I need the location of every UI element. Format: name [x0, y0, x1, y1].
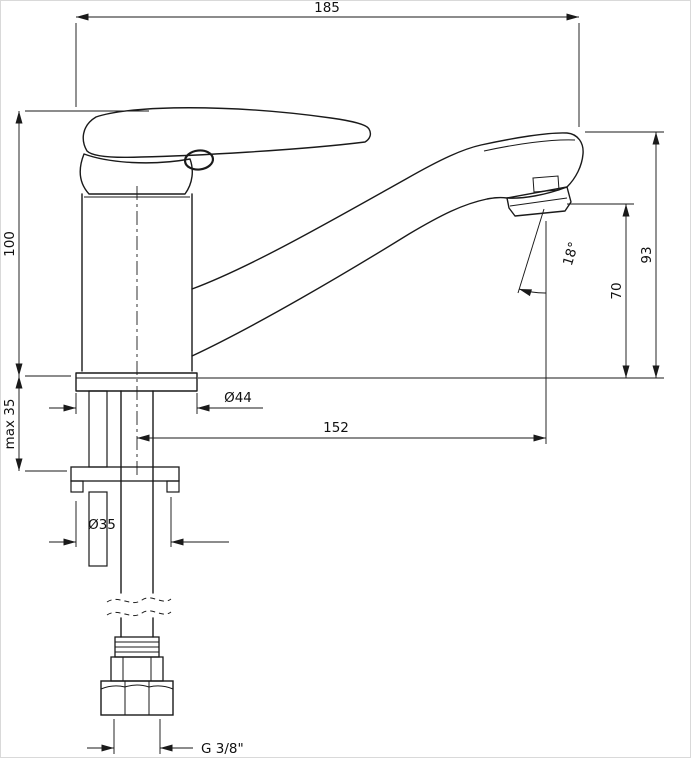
- faucet-handle: [79, 107, 372, 195]
- aerator: [506, 186, 572, 217]
- dim-aerator-height: 70: [609, 282, 625, 299]
- dim-total-width: 185: [314, 1, 340, 16]
- dim-aerator-angle: 18°: [560, 240, 582, 268]
- dim-spout-outlet-height: 93: [639, 246, 655, 263]
- dim-max-mounting-thickness: max 35: [2, 399, 18, 450]
- dim-hole-diameter: Ø35: [88, 517, 116, 533]
- hex-nut: [100, 680, 174, 716]
- faucet-spout: [191, 132, 584, 357]
- dim-base-diameter: Ø44: [224, 390, 252, 406]
- dim-spout-reach: 152: [323, 420, 349, 436]
- handle-indicator-icon: [183, 149, 215, 171]
- dim-connection-thread: G 3/8": [201, 741, 244, 757]
- mounting-flange: [70, 466, 180, 493]
- mounting-stud: [88, 390, 108, 567]
- supply-pipe: [106, 390, 172, 638]
- faucet-outline: [70, 107, 584, 716]
- compression-fitting: [110, 636, 164, 682]
- faucet-body: [75, 193, 198, 392]
- dimension-labels: 185 100 max 35 93 70 18° Ø44 152 Ø35 G 3…: [2, 1, 655, 757]
- dimension-lines: [15, 13, 664, 754]
- dim-body-height: 100: [2, 231, 18, 257]
